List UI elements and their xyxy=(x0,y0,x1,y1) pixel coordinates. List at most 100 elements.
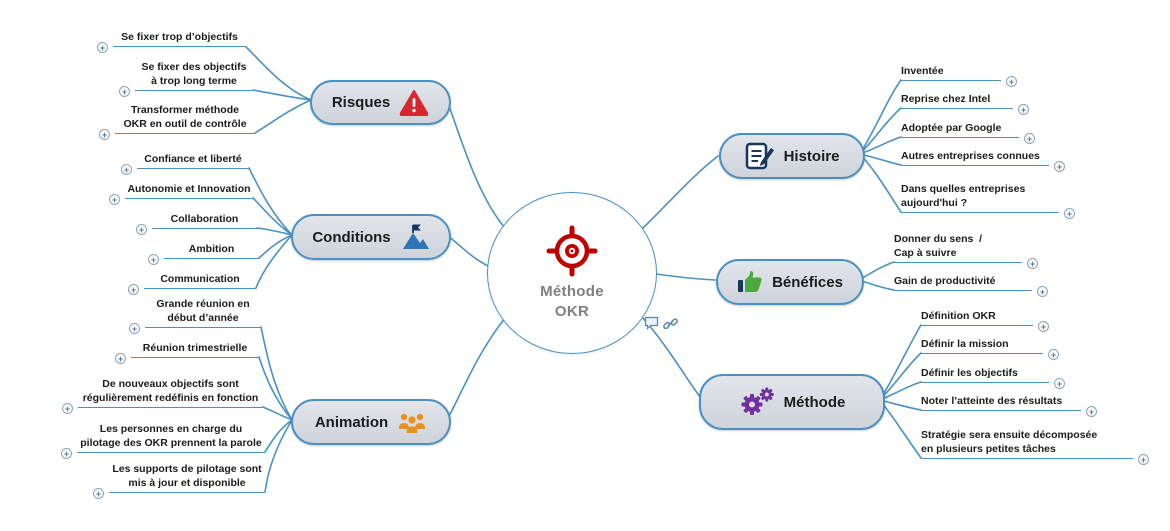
expand-icon[interactable]: + xyxy=(1037,286,1048,297)
leaf-topic[interactable]: Grande réunion en début d’année + xyxy=(129,297,261,334)
expand-icon[interactable]: + xyxy=(1048,349,1059,360)
expand-icon[interactable]: + xyxy=(121,164,132,175)
leaf-label: Se fixer trop d’objectifs xyxy=(121,31,238,43)
leaf-label: Ambition xyxy=(188,243,235,255)
gears-icon xyxy=(741,387,774,415)
central-topic[interactable]: Méthode OKR xyxy=(487,192,657,354)
leaf-label: Inventée xyxy=(901,65,944,77)
leaf-topic[interactable]: Noter l’atteinte des résultats + xyxy=(921,394,1097,417)
branch-label: Méthode xyxy=(783,393,846,411)
expand-icon[interactable]: + xyxy=(1086,406,1097,417)
connectors-animation xyxy=(258,326,293,493)
leaf-label: Autres entreprises connues xyxy=(901,150,1040,162)
leaf-topic[interactable]: Autres entreprises connues + xyxy=(901,149,1065,172)
expand-icon[interactable]: + xyxy=(1024,133,1035,144)
leaf-topic[interactable]: Définition OKR + xyxy=(921,309,1049,332)
expand-icon[interactable]: + xyxy=(109,194,120,205)
leaf-topic[interactable]: Adoptée par Google + xyxy=(901,121,1035,144)
expand-icon[interactable]: + xyxy=(136,224,147,235)
expand-icon[interactable]: + xyxy=(1138,454,1149,465)
expand-icon[interactable]: + xyxy=(1006,76,1017,87)
comment-icon[interactable] xyxy=(644,316,659,335)
leaf-label: Grande réunion en début d’année xyxy=(156,298,250,324)
expand-icon[interactable]: + xyxy=(148,254,159,265)
branch-animation[interactable]: Animation xyxy=(291,399,451,445)
leaf-topic[interactable]: Se fixer des objectifs à trop long terme… xyxy=(119,60,253,97)
leaf-topic[interactable]: Stratégie sera ensuite décomposée en plu… xyxy=(921,428,1149,465)
expand-icon[interactable]: + xyxy=(1038,321,1049,332)
leaf-topic[interactable]: Confiance et liberté + xyxy=(121,152,249,175)
leaf-topic[interactable]: De nouveaux objectifs sont régulièrement… xyxy=(62,377,263,414)
leaf-topic[interactable]: Ambition + xyxy=(148,242,259,265)
leaf-label: Collaboration xyxy=(170,213,239,225)
leaf-topic[interactable]: Reprise chez Intel + xyxy=(901,92,1029,115)
connectors-histoire xyxy=(859,79,902,213)
leaf-topic[interactable]: Réunion trimestrielle + xyxy=(115,341,259,364)
expand-icon[interactable]: + xyxy=(1054,378,1065,389)
leaf-label: Stratégie sera ensuite décomposée en plu… xyxy=(921,429,1098,455)
branch-conditions[interactable]: Conditions xyxy=(291,214,451,260)
central-topic-title: Méthode OKR xyxy=(540,282,604,320)
expand-icon[interactable]: + xyxy=(119,86,130,97)
branch-label: Bénéfices xyxy=(772,273,843,291)
expand-icon[interactable]: + xyxy=(115,353,126,364)
leaf-topic[interactable]: Communication + xyxy=(128,272,256,295)
thumbs-up-icon xyxy=(738,271,762,292)
leaf-topic[interactable]: Dans quelles entreprises aujourd'hui ? + xyxy=(901,182,1075,219)
branch-label: Histoire xyxy=(783,147,840,165)
leaf-label: Les personnes en charge du pilotage des … xyxy=(80,423,262,449)
branch-label: Conditions xyxy=(312,228,391,246)
leaf-label: Dans quelles entreprises aujourd'hui ? xyxy=(901,183,1026,209)
expand-icon[interactable]: + xyxy=(62,403,73,414)
leaf-topic[interactable]: Se fixer trop d’objectifs + xyxy=(97,30,246,53)
branch-risques[interactable]: Risques xyxy=(310,80,451,125)
link-icon[interactable] xyxy=(662,317,679,336)
expand-icon[interactable]: + xyxy=(1064,208,1075,219)
connectors-conditions xyxy=(248,167,293,289)
connectors-methode xyxy=(879,324,922,459)
branch-label: Risques xyxy=(331,94,391,111)
expand-icon[interactable]: + xyxy=(97,42,108,53)
expand-icon[interactable]: + xyxy=(93,488,104,499)
leaf-topic[interactable]: Les supports de pilotage sont mis à jour… xyxy=(93,462,265,499)
expand-icon[interactable]: + xyxy=(129,323,140,334)
leaf-label: Adoptée par Google xyxy=(901,122,1002,134)
connectors-risques xyxy=(245,46,312,134)
leaf-topic[interactable]: Collaboration + xyxy=(136,212,257,235)
leaf-label: Réunion trimestrielle xyxy=(142,342,248,354)
leaf-label: Confiance et liberté xyxy=(144,153,242,165)
leaf-topic[interactable]: Gain de productivité + xyxy=(894,274,1048,297)
leaf-label: Définition OKR xyxy=(921,310,996,322)
leaf-topic[interactable]: Définir la mission + xyxy=(921,337,1059,360)
leaf-label: Noter l’atteinte des résultats xyxy=(921,395,1063,407)
leaf-label: Gain de productivité xyxy=(894,275,996,287)
expand-icon[interactable]: + xyxy=(1018,104,1029,115)
expand-icon[interactable]: + xyxy=(61,448,72,459)
connectors-benefices xyxy=(858,261,895,291)
leaf-topic[interactable]: Donner du sens / Cap à suivre + xyxy=(894,232,1038,269)
branch-methode[interactable]: Méthode xyxy=(699,374,885,430)
leaf-label: Se fixer des objectifs à trop long terme xyxy=(141,61,247,87)
leaf-label: Autonomie et Innovation xyxy=(127,183,251,195)
leaf-label: De nouveaux objectifs sont régulièrement… xyxy=(82,378,259,404)
leaf-topic[interactable]: Transformer méthode OKR en outil de cont… xyxy=(99,103,255,140)
branch-histoire[interactable]: Histoire xyxy=(719,133,865,179)
leaf-topic[interactable]: Autonomie et Innovation + xyxy=(109,182,253,205)
expand-icon[interactable]: + xyxy=(1027,258,1038,269)
warning-triangle-icon xyxy=(399,90,429,116)
people-group-icon xyxy=(399,413,426,433)
notes-pen-icon xyxy=(745,142,774,170)
leaf-label: Définir les objectifs xyxy=(921,367,1018,379)
branch-benefices[interactable]: Bénéfices xyxy=(716,259,864,305)
expand-icon[interactable]: + xyxy=(99,129,110,140)
leaf-label: Transformer méthode OKR en outil de cont… xyxy=(123,104,247,130)
branch-label: Animation xyxy=(314,413,389,431)
leaf-topic[interactable]: Les personnes en charge du pilotage des … xyxy=(61,422,265,459)
leaf-label: Donner du sens / Cap à suivre xyxy=(894,233,983,259)
expand-icon[interactable]: + xyxy=(1054,161,1065,172)
leaf-topic[interactable]: Définir les objectifs + xyxy=(921,366,1065,389)
leaf-label: Communication xyxy=(160,273,240,285)
expand-icon[interactable]: + xyxy=(128,284,139,295)
leaf-topic[interactable]: Inventée + xyxy=(901,64,1017,87)
leaf-label: Définir la mission xyxy=(921,338,1009,350)
